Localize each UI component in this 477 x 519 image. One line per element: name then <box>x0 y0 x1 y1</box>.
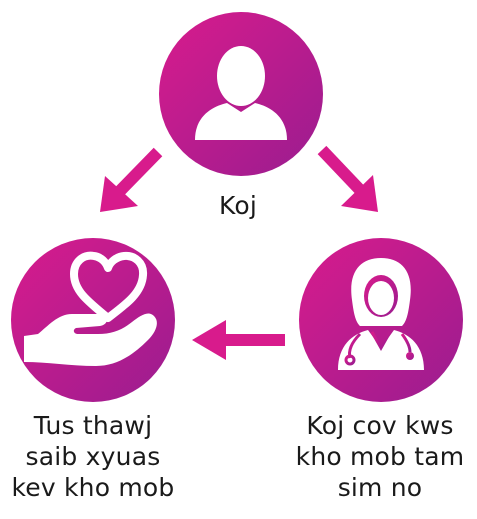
node-caregiver-label: Tus thawj saib xyuas kev kho mob <box>0 410 186 503</box>
node-caregiver-label-line-1: Tus thawj <box>33 411 153 440</box>
arrow-you-to-doctor <box>317 145 378 212</box>
person-icon <box>195 46 287 140</box>
arrow-you-to-caregiver <box>100 147 163 212</box>
arrow-doctor-to-caregiver <box>192 320 285 360</box>
node-doctor-label-line-3: sim no <box>337 473 423 502</box>
node-doctor-label-line-1: Koj cov kws <box>306 411 454 440</box>
node-caregiver-label-line-2: saib xyuas <box>25 442 161 471</box>
node-doctor <box>299 238 463 402</box>
node-doctor-label-line-2: kho mob tam <box>295 442 465 471</box>
node-doctor-label: Koj cov kws kho mob tam sim no <box>283 410 477 503</box>
node-caregiver-label-line-3: kev kho mob <box>11 473 175 502</box>
heart-in-hand-icon <box>24 251 157 366</box>
node-you <box>159 12 323 176</box>
doctor-icon <box>338 258 424 370</box>
node-you-label: Koj <box>168 190 308 221</box>
node-caregiver <box>11 238 175 402</box>
node-you-label-line-1: Koj <box>219 191 257 220</box>
